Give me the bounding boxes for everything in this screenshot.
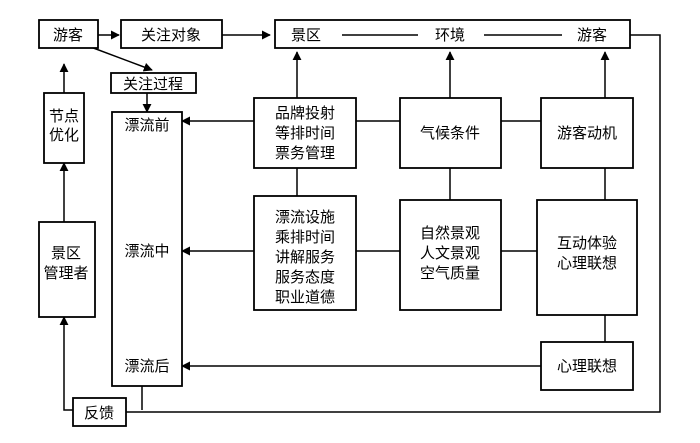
- node-landscape: 自然景观 人文景观 空气质量: [399, 199, 502, 311]
- node-focus-object: 关注对象: [120, 19, 223, 49]
- facilities-line-1: 漂流设施: [275, 208, 335, 226]
- node-association: 心理联想: [540, 341, 634, 391]
- interaction-line-2: 心理联想: [557, 254, 617, 272]
- interaction-line-1: 互动体验: [557, 234, 617, 252]
- node-scenic-manager: 景区 管理者: [38, 221, 96, 318]
- connector-banner-to-feedback: [126, 34, 661, 413]
- motive-label: 游客动机: [557, 124, 617, 142]
- scenic-manager-line-2: 管理者: [43, 264, 88, 282]
- node-interaction: 互动体验 心理联想: [536, 199, 638, 316]
- node-optimize-line-1: 节点: [49, 107, 79, 125]
- node-facilities: 漂流设施 乘排时间 讲解服务 服务态度 职业道德: [253, 195, 357, 311]
- node-motive: 游客动机: [540, 97, 634, 169]
- landscape-line-2: 人文景观: [420, 244, 480, 262]
- climate-label: 气候条件: [420, 124, 480, 142]
- brand-line-1: 品牌投射: [275, 104, 335, 122]
- node-feedback: 反馈: [72, 397, 127, 427]
- facilities-line-3: 讲解服务: [275, 248, 335, 266]
- brand-line-3: 票务管理: [275, 144, 335, 162]
- connector-tourist-to-focus-process: [87, 45, 153, 72]
- brand-line-2: 等排时间: [275, 124, 335, 142]
- node-banner: 景区 环境 游客: [274, 19, 631, 49]
- banner-scenic-label: 景区: [291, 26, 321, 44]
- node-optimize-line-2: 优化: [49, 126, 79, 144]
- tourist-top-label: 游客: [53, 26, 83, 44]
- focus-object-label: 关注对象: [141, 26, 201, 44]
- node-tourist-top: 游客: [38, 19, 99, 49]
- banner-environment-label: 环境: [435, 26, 465, 44]
- facilities-line-4: 服务态度: [275, 268, 335, 286]
- feedback-label: 反馈: [84, 404, 114, 422]
- rafting-after-label: 漂流后: [124, 357, 169, 375]
- scenic-manager-line-1: 景区: [51, 244, 81, 262]
- facilities-line-2: 乘排时间: [275, 228, 335, 246]
- landscape-line-1: 自然景观: [420, 224, 480, 242]
- node-climate: 气候条件: [399, 97, 502, 169]
- rafting-middle-label: 漂流中: [124, 242, 169, 260]
- banner-tourist-label: 游客: [577, 26, 607, 44]
- node-brand: 品牌投射 等排时间 票务管理: [253, 97, 357, 169]
- node-focus-process: 关注过程: [110, 72, 197, 94]
- connector-feedback-to-manager: [59, 316, 73, 411]
- connectors: [59, 30, 661, 413]
- rafting-before-label: 漂流前: [124, 116, 169, 134]
- landscape-line-3: 空气质量: [420, 264, 480, 282]
- facilities-line-5: 职业道德: [275, 288, 335, 306]
- node-optimize: 节点 优化: [43, 92, 85, 164]
- association-label: 心理联想: [557, 357, 617, 375]
- focus-process-label: 关注过程: [123, 75, 183, 93]
- node-rafting: 漂流前 漂流中 漂流后: [111, 111, 183, 387]
